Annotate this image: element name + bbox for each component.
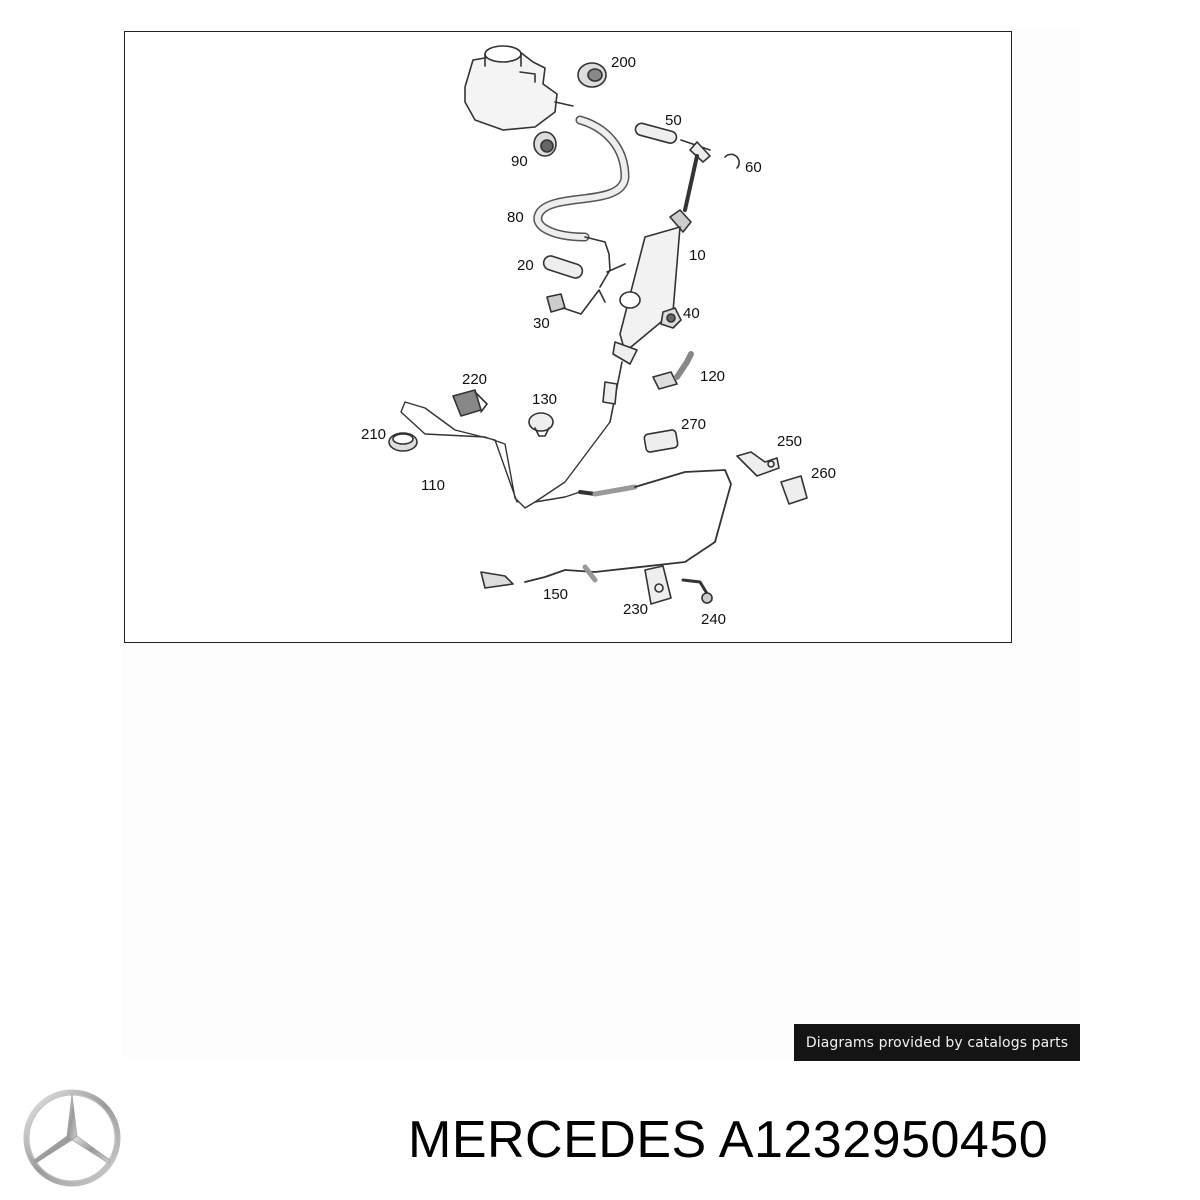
part-220-bracket — [452, 389, 488, 417]
part-110-pipe — [400, 401, 611, 509]
part-10-master-cylinder — [602, 141, 711, 423]
callout-260: 260 — [811, 465, 836, 482]
exploded-view-drawing: 200 50 90 60 80 10 20 40 30 220 120 130 … — [361, 45, 836, 628]
callout-250: 250 — [777, 433, 802, 450]
callout-120: 120 — [700, 368, 725, 385]
part-130-grommet — [528, 412, 554, 437]
fluid-reservoir — [464, 45, 574, 131]
parts-diagram: 200 50 90 60 80 10 20 40 30 220 120 130 … — [124, 31, 1012, 643]
part-30-bolt — [546, 289, 606, 315]
callout-270: 270 — [681, 416, 706, 433]
callout-30: 30 — [533, 315, 550, 332]
callout-200: 200 — [611, 54, 636, 71]
callout-230: 230 — [623, 601, 648, 618]
callout-240: 240 — [701, 611, 726, 628]
callout-210: 210 — [361, 426, 386, 443]
callout-220: 220 — [462, 371, 487, 388]
part-150-line — [480, 469, 732, 589]
part-20-sleeve — [542, 255, 584, 279]
part-270-sleeve — [643, 429, 679, 453]
part-60-clip — [724, 153, 740, 169]
part-90-grommet — [533, 131, 557, 157]
part-40-nut — [660, 307, 682, 329]
mercedes-star-icon — [22, 1088, 122, 1193]
part-230-clamp — [644, 565, 672, 605]
callout-50: 50 — [665, 112, 682, 129]
part-250-clamp — [736, 451, 780, 477]
callout-20: 20 — [517, 257, 534, 274]
callout-90: 90 — [511, 153, 528, 170]
part-number-title: MERCEDES A1232950450 — [408, 1111, 1049, 1169]
callout-110: 110 — [421, 477, 445, 494]
part-240-bolt — [681, 578, 713, 604]
part-120-elbow-fitting — [652, 351, 694, 390]
callout-10: 10 — [689, 247, 706, 264]
callout-150: 150 — [543, 586, 568, 603]
callout-130: 130 — [532, 391, 557, 408]
callout-60: 60 — [745, 159, 762, 176]
callout-40: 40 — [683, 305, 700, 322]
part-210-grommet — [388, 432, 418, 452]
part-80-hose — [533, 115, 630, 288]
callout-80: 80 — [507, 209, 524, 226]
diagram-credit-badge: Diagrams provided by catalogs parts — [794, 1024, 1080, 1061]
part-260-sleeve — [780, 475, 808, 505]
part-200-grommet — [577, 62, 607, 88]
